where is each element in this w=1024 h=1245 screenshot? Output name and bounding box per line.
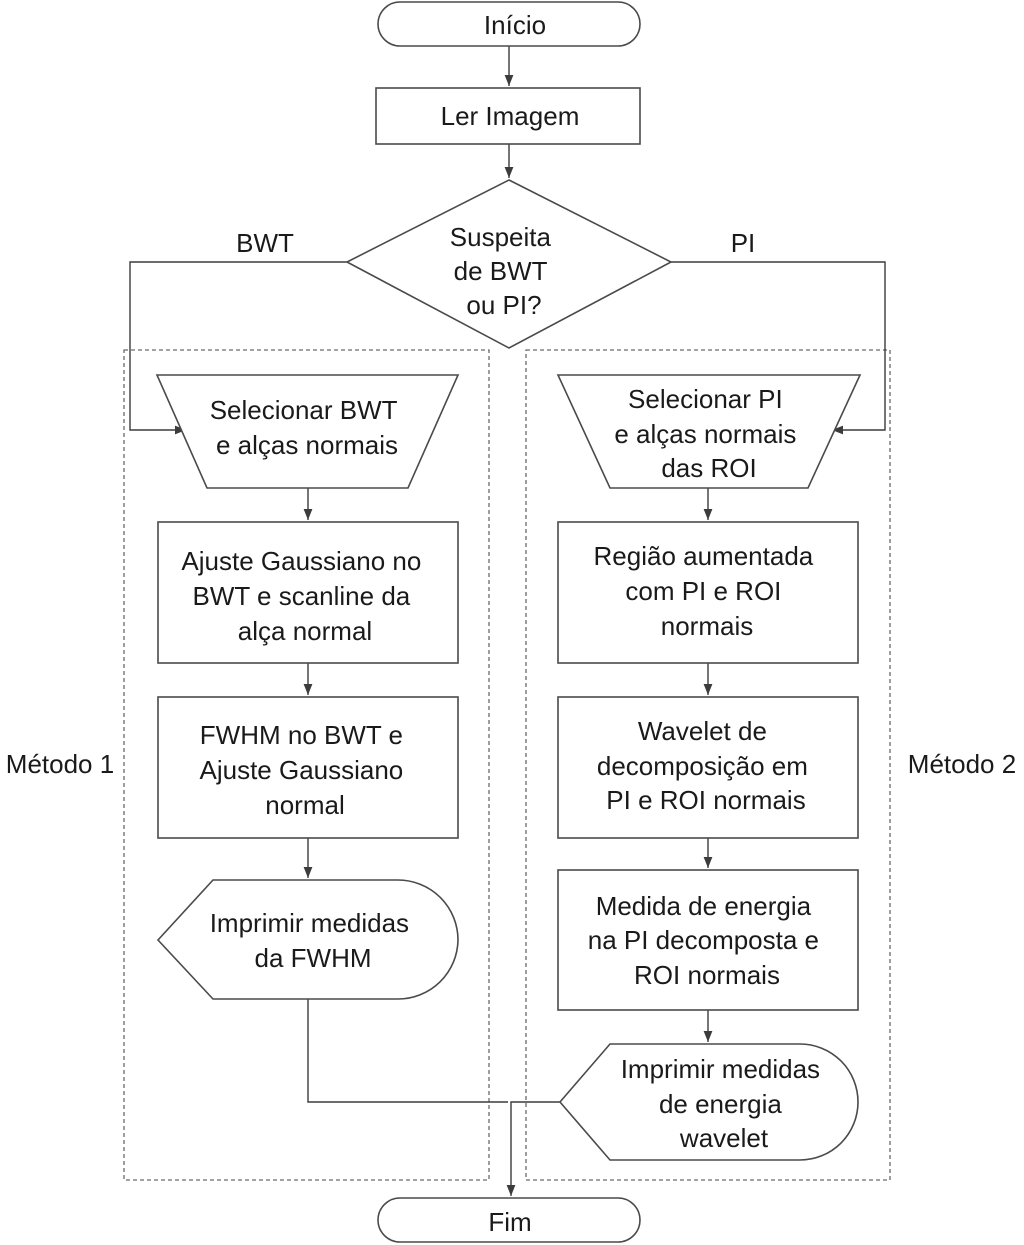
select-pi-label: Selecionar PI e alças normais das ROI — [614, 384, 803, 483]
print-energy-label: Imprimir medidas de energia wavelet — [621, 1054, 828, 1153]
start-label: Início — [484, 10, 546, 40]
select-bwt-line-2: e alças normais — [216, 430, 398, 460]
arrow-decision-to-select-pi — [671, 261, 886, 435]
branch-label-bwt: BWT — [236, 228, 294, 258]
print-energy-line-2: de energia — [659, 1089, 782, 1119]
select-bwt-trapezoid — [155, 374, 460, 489]
energy-line-3: ROI normais — [634, 960, 780, 990]
method-2-label: Método 2 — [908, 749, 1016, 779]
start-terminal — [377, 1, 641, 47]
region-line-3: normais — [661, 611, 753, 641]
energy-label: Medida de energia na PI decomposta e ROI… — [588, 891, 827, 990]
wavelet-box — [557, 696, 859, 839]
select-pi-trapezoid — [556, 374, 862, 489]
gaussian-fit-box — [157, 521, 459, 664]
decision-line-1: Suspeita — [450, 222, 552, 252]
decision-label: Suspeita de BWT ou PI? — [450, 222, 558, 320]
connectors — [129, 46, 886, 1196]
wavelet-line-3: PI e ROI normais — [606, 785, 805, 815]
select-pi-line-3: das ROI — [661, 453, 756, 483]
select-bwt-label: Selecionar BWT e alças normais — [210, 395, 405, 460]
print-fwhm-display — [156, 879, 459, 1000]
print-fwhm-line-2: da FWHM — [255, 943, 372, 973]
region-line-1: Região aumentada — [594, 541, 814, 571]
region-label: Região aumentada com PI e ROI normais — [594, 541, 821, 641]
gaussian-fit-line-1: Ajuste Gaussiano no — [181, 546, 421, 576]
print-fwhm-line-1: Imprimir medidas — [210, 908, 409, 938]
fwhm-label: FWHM no BWT e Ajuste Gaussiano normal — [199, 720, 410, 820]
method-2-group — [525, 349, 891, 1181]
line-print-fwhm-to-merge — [307, 999, 508, 1103]
wavelet-line-2: decomposição em — [597, 751, 808, 781]
branch-label-pi: PI — [731, 228, 756, 258]
wavelet-line-1: Wavelet de — [638, 716, 767, 746]
select-bwt-line-1: Selecionar BWT — [210, 395, 398, 425]
end-terminal — [377, 1197, 641, 1243]
gaussian-fit-label: Ajuste Gaussiano no BWT e scanline da al… — [181, 546, 428, 646]
select-pi-line-1: Selecionar PI — [628, 384, 783, 414]
arrow-decision-to-select-bwt — [129, 261, 347, 435]
print-energy-line-1: Imprimir medidas — [621, 1054, 820, 1084]
gaussian-fit-line-3: alça normal — [238, 616, 372, 646]
read-image-label: Ler Imagem — [441, 101, 580, 131]
region-line-2: com PI e ROI — [625, 576, 781, 606]
decision-diamond — [345, 179, 673, 349]
method-1-group — [123, 349, 490, 1181]
print-energy-line-3: wavelet — [679, 1123, 769, 1153]
fwhm-box — [157, 696, 459, 839]
region-box — [557, 521, 859, 664]
energy-line-2: na PI decomposta e — [588, 925, 819, 955]
decision-line-3: ou PI? — [466, 290, 541, 320]
fwhm-line-1: FWHM no BWT e — [200, 720, 403, 750]
print-fwhm-label: Imprimir medidas da FWHM — [210, 908, 417, 973]
energy-line-1: Medida de energia — [596, 891, 812, 921]
fwhm-line-2: Ajuste Gaussiano — [199, 755, 403, 785]
decision-line-2: de BWT — [454, 256, 548, 286]
end-label: Fim — [488, 1207, 531, 1237]
arrow-print-energy-to-end — [506, 1101, 560, 1196]
read-image-box — [375, 87, 641, 145]
print-energy-display — [558, 1043, 859, 1161]
gaussian-fit-line-2: BWT e scanline da — [193, 581, 411, 611]
select-pi-line-2: e alças normais — [614, 419, 796, 449]
method-1-label: Método 1 — [6, 749, 114, 779]
energy-box — [557, 869, 859, 1011]
wavelet-label: Wavelet de decomposição em PI e ROI norm… — [597, 716, 815, 815]
fwhm-line-3: normal — [265, 790, 344, 820]
